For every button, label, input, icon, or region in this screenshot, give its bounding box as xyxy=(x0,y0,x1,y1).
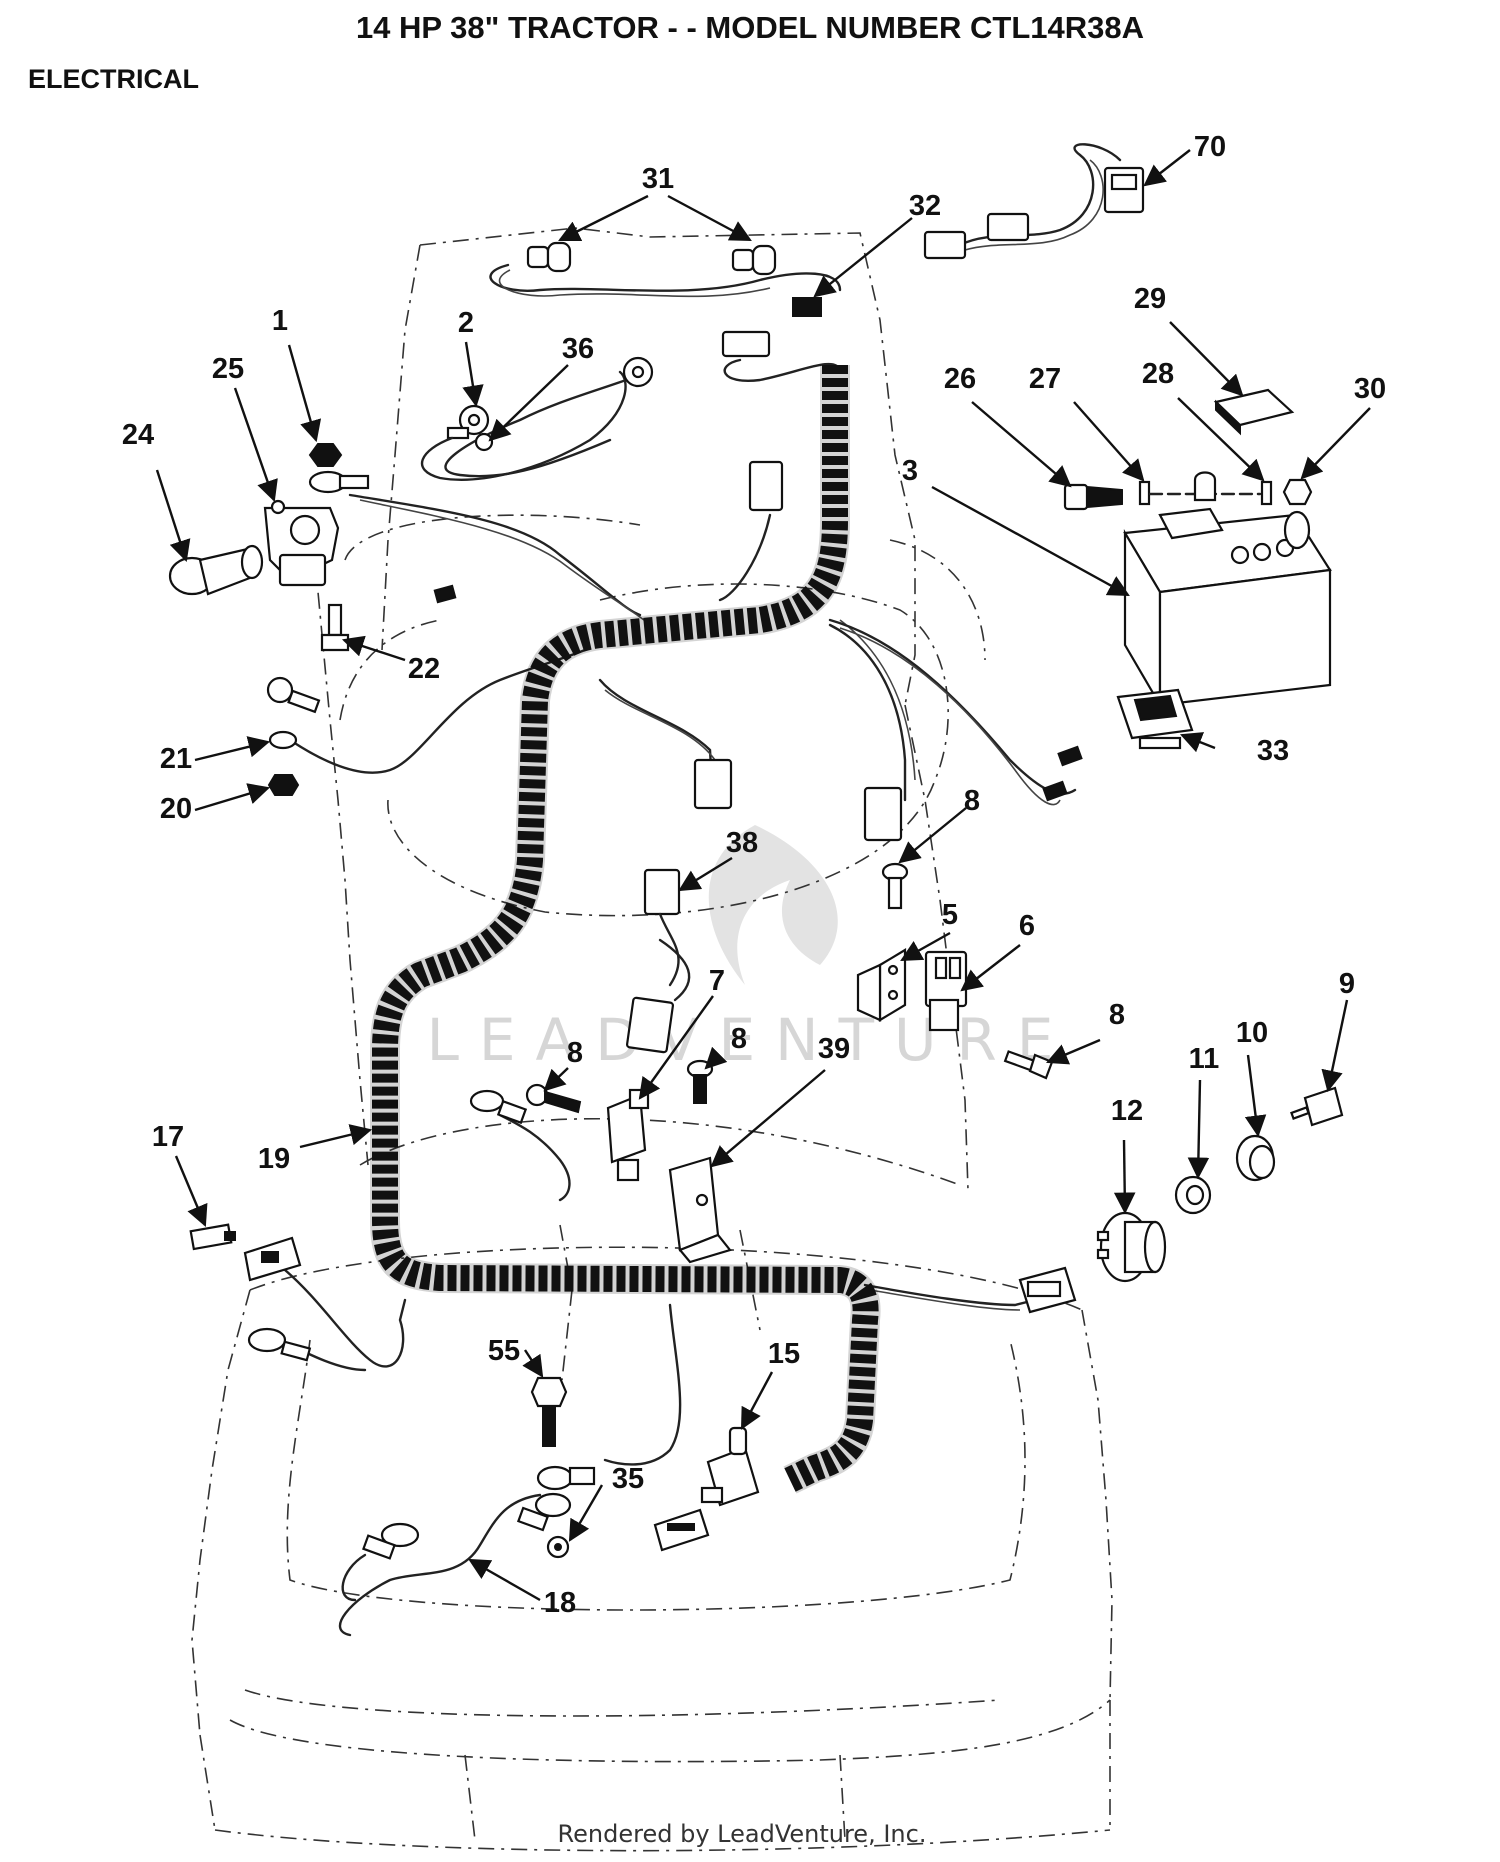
watermark-text: LEADVENTURE xyxy=(427,1006,1074,1074)
callout-19: 19 xyxy=(258,1143,290,1175)
tractor-body-outline xyxy=(191,227,1113,1852)
ring-terminal-lower-left xyxy=(247,1327,312,1362)
connector-mid-right xyxy=(863,786,903,842)
ground-terminal-upper xyxy=(536,1465,596,1491)
headlight-bulb-right xyxy=(731,244,777,276)
callout-22: 22 xyxy=(408,653,440,685)
callout-10: 10 xyxy=(1236,1017,1268,1049)
bracket-39 xyxy=(668,1156,732,1264)
callout-29: 29 xyxy=(1134,283,1166,315)
callout-24: 24 xyxy=(122,419,154,451)
washer-11 xyxy=(1174,1175,1212,1215)
ground-terminal-lower xyxy=(516,1492,572,1532)
callout-3: 3 xyxy=(902,455,918,487)
pto-switch-15 xyxy=(700,1426,760,1507)
battery-bolt-26 xyxy=(1063,483,1123,511)
callout-8-left: 8 xyxy=(567,1037,583,1069)
ring-terminal-mid xyxy=(469,1089,528,1125)
bolt-22 xyxy=(320,603,350,652)
coiled-cable xyxy=(370,365,881,1494)
page-title: 14 HP 38" TRACTOR - - MODEL NUMBER CTL14… xyxy=(356,10,1144,45)
connector-32 xyxy=(792,297,822,317)
bolt-55 xyxy=(530,1376,568,1447)
callout-8-upper: 8 xyxy=(964,785,980,817)
callout-35: 35 xyxy=(612,1463,644,1495)
callout-18: 18 xyxy=(544,1587,576,1619)
ring-terminal-2 xyxy=(420,356,654,481)
connector-15 xyxy=(653,1508,710,1552)
battery-3 xyxy=(1123,471,1332,710)
callout-39: 39 xyxy=(818,1033,850,1065)
star-washer-35 xyxy=(546,1535,570,1559)
callout-31: 31 xyxy=(642,163,674,195)
terminal-lug-ring xyxy=(266,676,321,714)
screw-8-center xyxy=(686,1059,714,1104)
callout-21: 21 xyxy=(160,743,192,775)
nut-1 xyxy=(308,443,343,467)
callout-20: 20 xyxy=(160,793,192,825)
section-label: ELECTRICAL xyxy=(28,64,199,94)
parts xyxy=(168,143,1344,1602)
connector-38 xyxy=(626,868,681,1054)
screw-8-left xyxy=(525,1083,582,1114)
seat-switch-7 xyxy=(606,1088,650,1182)
ignition-key-9 xyxy=(1290,1086,1344,1127)
callout-55: 55 xyxy=(488,1335,520,1367)
callout-15: 15 xyxy=(768,1338,800,1370)
callout-1: 1 xyxy=(272,305,288,337)
callout-30: 30 xyxy=(1354,373,1386,405)
callout-12: 12 xyxy=(1111,1095,1143,1127)
callout-33: 33 xyxy=(1257,735,1289,767)
callout-5: 5 xyxy=(942,899,958,931)
washer-27 xyxy=(1138,480,1151,506)
fuse-holder xyxy=(243,1236,302,1282)
connector-mid-upper xyxy=(748,460,784,512)
bracket-5 xyxy=(856,948,907,1022)
nut-20 xyxy=(267,774,300,796)
callout-38: 38 xyxy=(726,827,758,859)
harness-connector-70 xyxy=(923,143,1145,260)
fuse-17 xyxy=(189,1223,236,1251)
headlight-bulb-left xyxy=(526,241,572,273)
leader-lines xyxy=(155,149,1371,1602)
callout-labels: 70 31 32 29 2 36 1 25 26 27 28 30 24 3 2… xyxy=(122,131,1386,1619)
nut-10 xyxy=(1235,1134,1276,1182)
callout-7: 7 xyxy=(709,965,725,997)
callout-70: 70 xyxy=(1194,131,1226,163)
washer-28 xyxy=(1260,480,1273,506)
nut-30 xyxy=(1282,478,1313,506)
ignition-switch-12 xyxy=(1096,1211,1167,1283)
callout-28: 28 xyxy=(1142,358,1174,390)
connector-mid-left xyxy=(693,758,733,810)
screw-8-right xyxy=(1003,1050,1054,1080)
footer-credit: Rendered by LeadVenture, Inc. xyxy=(558,1820,927,1848)
solenoid-25 xyxy=(263,470,370,587)
terminal-boot-24 xyxy=(168,544,264,596)
callout-8-right: 8 xyxy=(1109,999,1125,1031)
screw-8-upper xyxy=(881,862,909,910)
callout-32: 32 xyxy=(909,190,941,222)
callout-11: 11 xyxy=(1189,1043,1220,1075)
callout-2: 2 xyxy=(458,307,474,339)
connector-right-12 xyxy=(1018,1266,1077,1314)
callout-17: 17 xyxy=(152,1121,184,1153)
callout-26: 26 xyxy=(944,363,976,395)
ring-terminal-18 xyxy=(341,1522,420,1602)
callout-8-center: 8 xyxy=(731,1023,747,1055)
callout-27: 27 xyxy=(1029,363,1061,395)
coil-top-connector xyxy=(721,330,771,358)
washer-21 xyxy=(268,730,298,750)
callout-9: 9 xyxy=(1339,968,1355,1000)
callout-6: 6 xyxy=(1019,910,1035,942)
callout-25: 25 xyxy=(212,353,244,385)
rocker-switch-33 xyxy=(1116,688,1194,750)
callout-36: 36 xyxy=(562,333,594,365)
